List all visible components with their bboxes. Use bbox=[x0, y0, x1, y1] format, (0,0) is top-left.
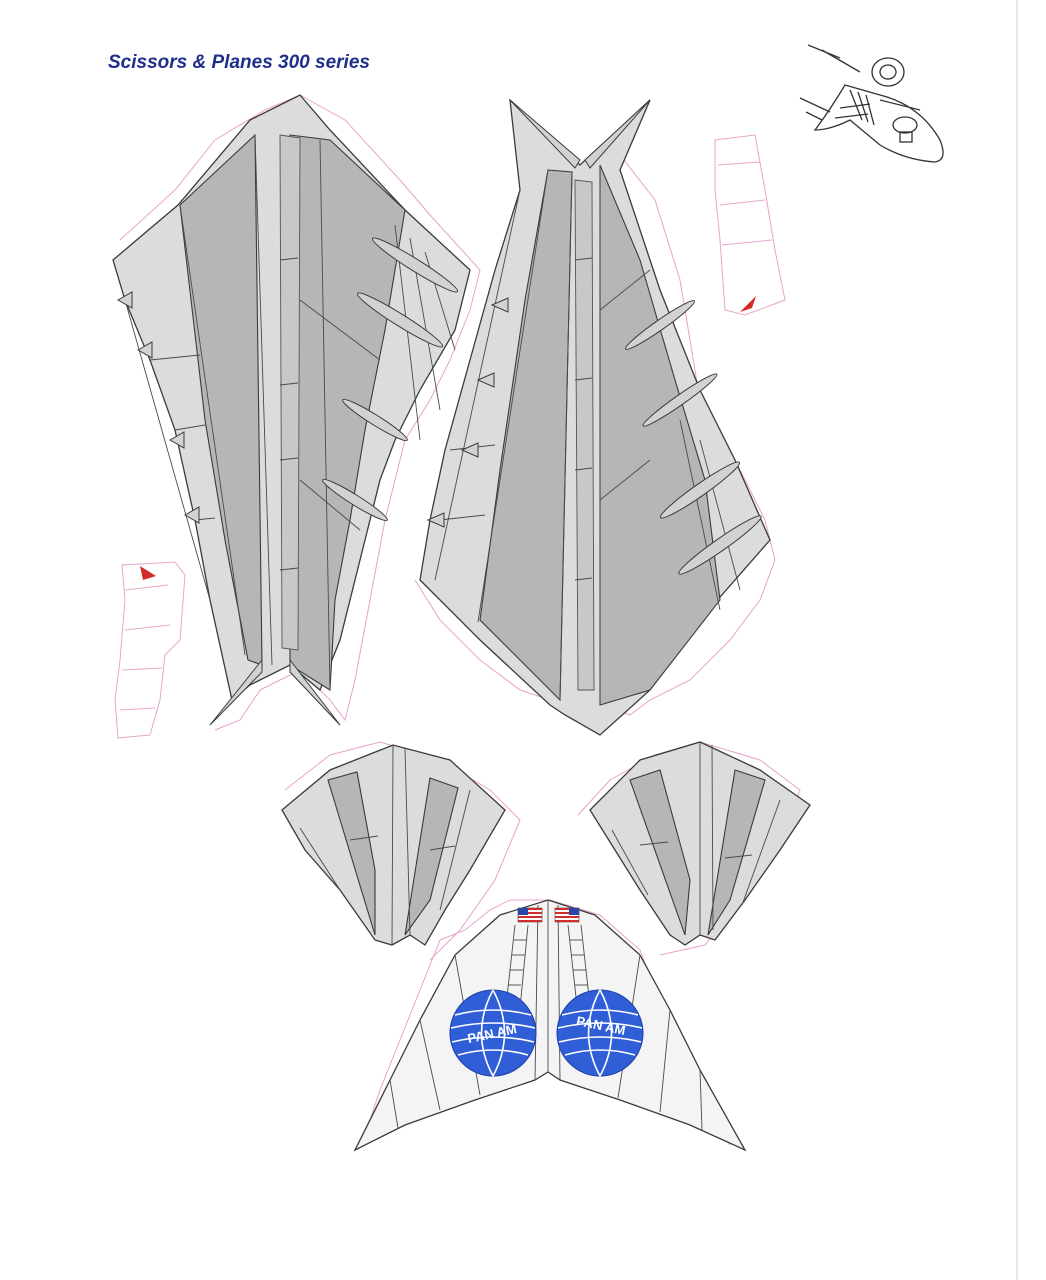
left-tailplane-part bbox=[281, 741, 521, 961]
left-wing-part bbox=[112, 94, 481, 731]
left-strip-part bbox=[114, 561, 186, 739]
right-tailplane-part bbox=[577, 741, 811, 956]
arrow-marker-right bbox=[740, 296, 756, 312]
right-wing-part bbox=[414, 98, 776, 736]
us-flag-left bbox=[517, 907, 543, 923]
document-title: Scissors & Planes 300 series bbox=[108, 52, 370, 73]
arrow-marker-left bbox=[140, 566, 156, 580]
pan-am-globe-right: PAN AM bbox=[556, 989, 644, 1077]
page-edge-rule bbox=[1016, 0, 1018, 1280]
fin-part: PAN AM PAN AM bbox=[353, 899, 747, 1152]
right-strip-part bbox=[714, 134, 786, 316]
spaceship-illustration bbox=[799, 44, 944, 163]
us-flag-right bbox=[554, 907, 580, 923]
pan-am-globe-left: PAN AM bbox=[449, 989, 537, 1077]
